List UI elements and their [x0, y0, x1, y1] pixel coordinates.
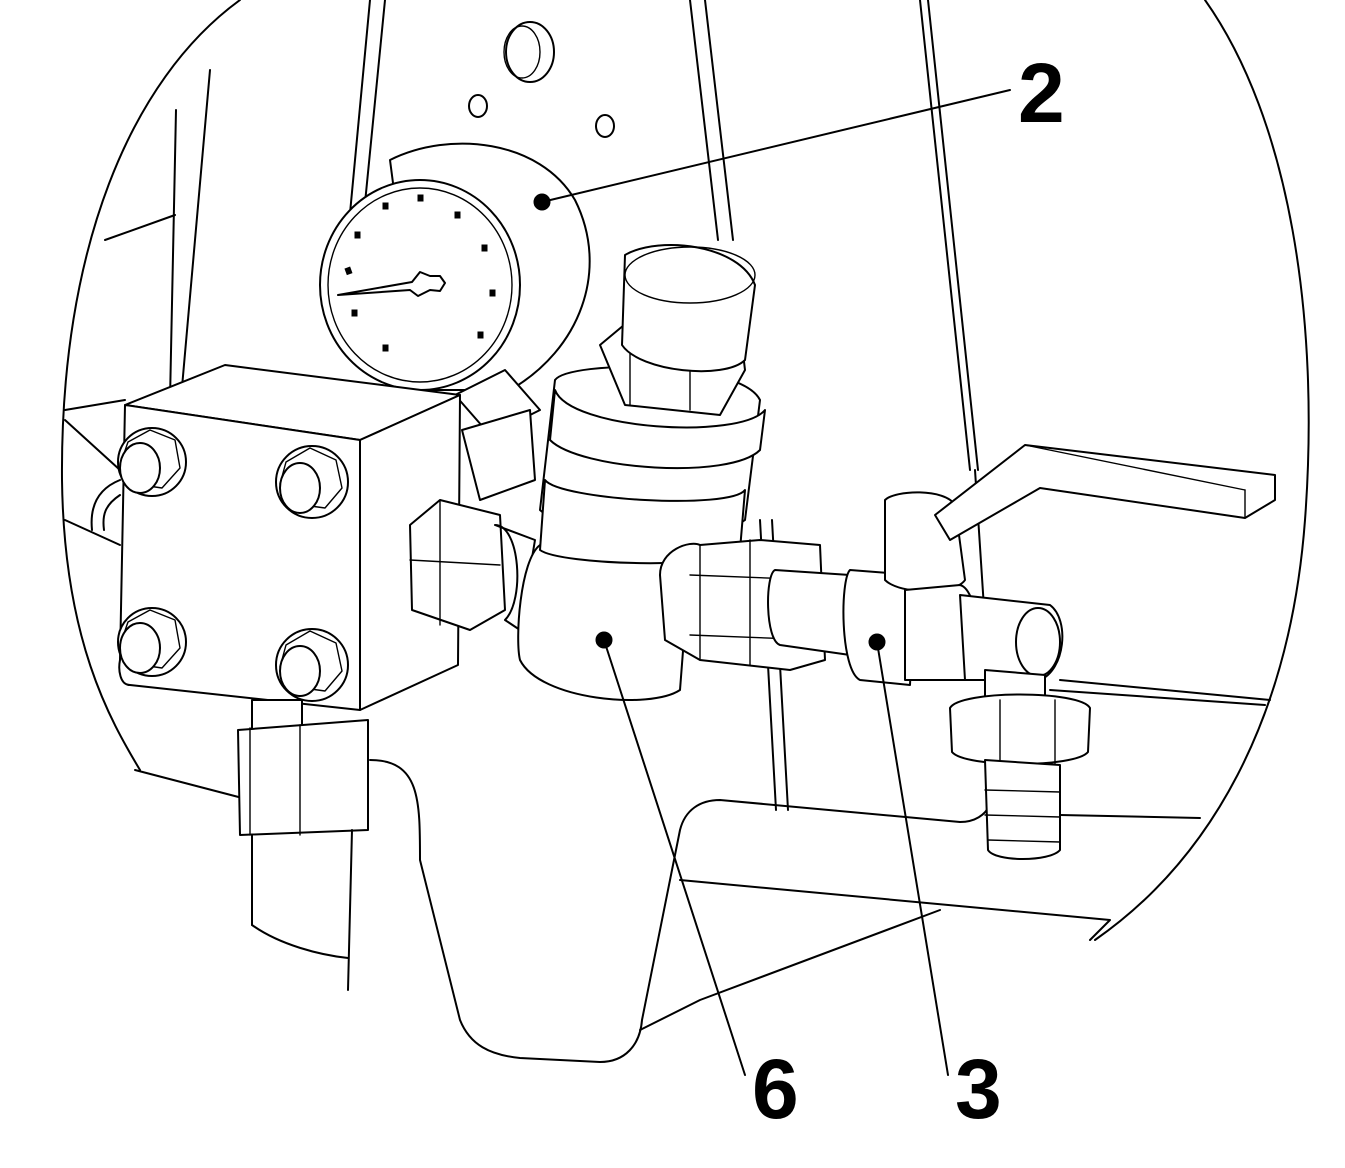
manifold-bolt — [117, 427, 187, 497]
union-nut-left — [409, 499, 536, 631]
gauge-dial-ticks — [344, 194, 496, 352]
callout-label-tap: 3 — [955, 1042, 1002, 1136]
callout-reducer: 6 — [595, 631, 799, 1136]
drain-tap — [767, 444, 1276, 860]
manifold-bolt — [117, 607, 187, 677]
gauge-needle — [337, 271, 446, 297]
manifold-bolt — [275, 628, 349, 702]
support-bracket — [369, 759, 991, 1063]
manifold-bolt — [275, 445, 349, 519]
pressure-reducer-valve — [517, 244, 766, 701]
detail-circle-frame-right — [1094, 0, 1310, 941]
top-bolt — [468, 21, 615, 138]
callout-label-gauge: 2 — [1018, 46, 1065, 140]
detail-circle-frame — [60, 0, 241, 771]
callout-label-reducer: 6 — [752, 1042, 799, 1136]
callout-tap: 3 — [868, 633, 1002, 1136]
manifold-block — [90, 364, 461, 711]
callout-gauge: 2 — [533, 46, 1065, 211]
outlet-pipe — [237, 699, 369, 991]
